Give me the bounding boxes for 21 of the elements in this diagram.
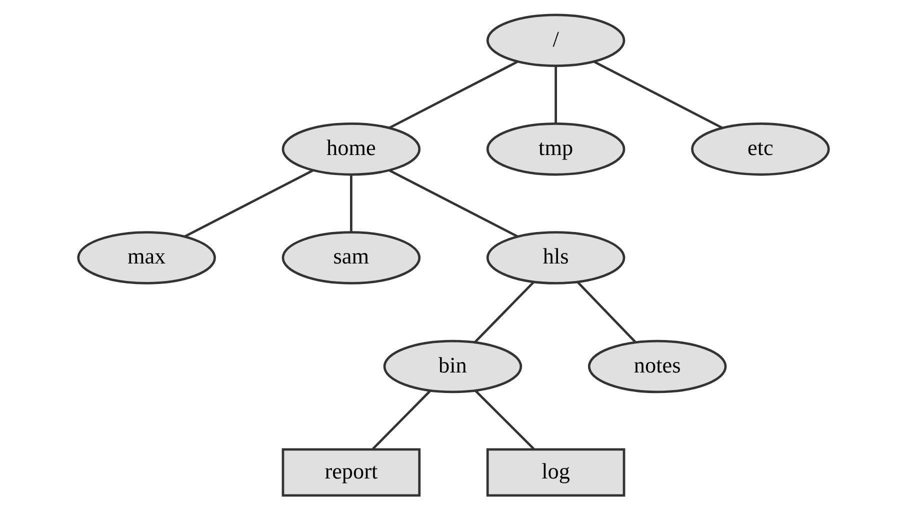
connector	[350, 175, 352, 232]
connector	[184, 169, 313, 238]
connector	[372, 390, 431, 450]
node-box: log	[486, 448, 625, 497]
node-box: report	[281, 448, 420, 497]
node-ellipse: max	[76, 231, 216, 284]
node-ellipse: /	[486, 14, 625, 68]
node-ellipse: notes	[587, 340, 726, 394]
connector	[388, 169, 518, 238]
node-ellipse: home	[281, 122, 420, 176]
connector	[554, 66, 556, 124]
connector	[388, 60, 518, 129]
node-ellipse: sam	[281, 231, 420, 284]
node-ellipse: hls	[486, 231, 625, 284]
node-ellipse: etc	[690, 122, 830, 176]
node-ellipse: tmp	[486, 122, 625, 176]
connector	[474, 390, 534, 450]
node-ellipse: bin	[382, 340, 522, 394]
connector	[593, 60, 722, 129]
connector	[576, 281, 636, 343]
connector	[474, 281, 534, 343]
